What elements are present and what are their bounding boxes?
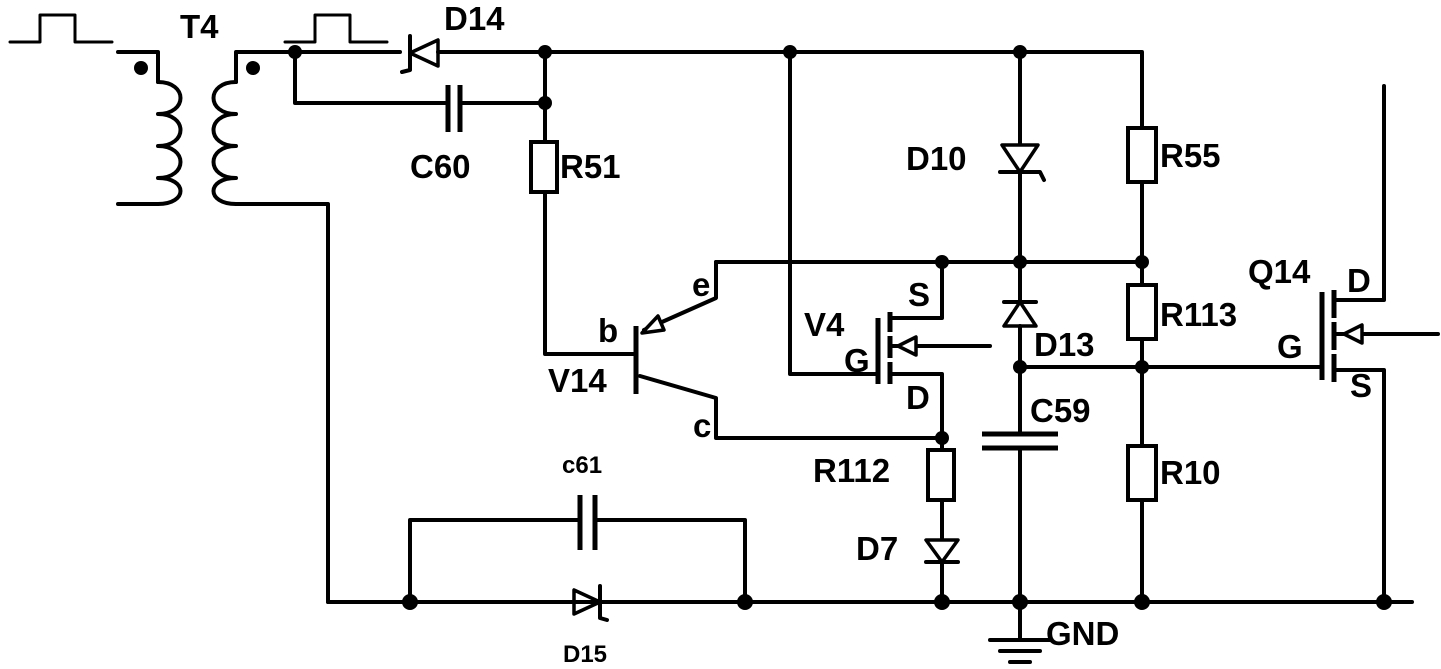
resistor-r113 <box>1126 283 1158 341</box>
t4-secondary-polarity-dot <box>246 61 260 75</box>
label-v4-drain: D <box>906 379 930 416</box>
resistor-r10 <box>1126 444 1158 502</box>
label-r10: R10 <box>1160 454 1221 491</box>
label-d10: D10 <box>906 140 967 177</box>
t4-primary-polarity-dot <box>134 61 148 75</box>
v14-collector-line <box>638 374 944 440</box>
ground-symbol <box>988 638 1052 664</box>
d14-diode-body <box>408 38 440 68</box>
label-c59: C59 <box>1030 392 1091 429</box>
r51-to-v14-base-wire <box>543 190 638 356</box>
c60-left-wire <box>293 50 447 105</box>
label-d15: D15 <box>563 641 607 668</box>
label-d7: D7 <box>856 530 898 567</box>
secondary-pulse-waveform <box>283 13 389 44</box>
q14-source-wire <box>1332 368 1386 604</box>
label-v4-source: S <box>908 276 930 313</box>
resistor-r51 <box>529 140 559 194</box>
label-v14-collector: c <box>693 407 711 444</box>
top-rail <box>436 50 1144 130</box>
d15-diode-bar <box>598 584 609 622</box>
resistor-r55 <box>1126 126 1158 184</box>
q14-body-arrow <box>1342 323 1364 345</box>
primary-pulse-waveform <box>8 13 114 44</box>
d7-diode-body <box>924 538 960 564</box>
rail-to-v4-gate-wire <box>788 50 880 376</box>
v14-emitter-line <box>642 260 718 332</box>
t4-secondary-lead-bottom <box>234 202 330 604</box>
label-q14-gate: G <box>1277 328 1303 365</box>
v4-body-arrow <box>896 335 918 357</box>
label-q14: Q14 <box>1248 253 1311 290</box>
label-v4-gate: G <box>844 342 870 379</box>
label-t4: T4 <box>180 8 219 45</box>
label-d14: D14 <box>444 0 505 37</box>
v14-emitter-arrow <box>640 314 666 335</box>
v4-drain-wire <box>888 372 944 440</box>
t4-primary-winding <box>156 80 183 206</box>
label-r112: R112 <box>813 452 890 489</box>
label-r55: R55 <box>1160 137 1221 174</box>
label-r51: R51 <box>560 148 621 185</box>
c61-loop-wire-left <box>408 518 580 604</box>
label-v4: V4 <box>804 306 845 343</box>
d10-diode-bar <box>998 170 1046 182</box>
label-c60: C60 <box>410 148 471 185</box>
q14-drain-wire <box>1332 84 1386 302</box>
label-r113: R113 <box>1160 296 1237 333</box>
d13-diode-body <box>1002 300 1038 328</box>
label-q14-source: S <box>1350 367 1372 404</box>
v4-source-wire <box>888 260 944 320</box>
label-q14-drain: D <box>1347 262 1371 299</box>
label-d13: D13 <box>1034 326 1095 363</box>
d14-diode-bar <box>400 34 412 74</box>
label-gnd: GND <box>1046 615 1119 652</box>
t4-secondary-lead-top <box>234 50 297 84</box>
resistor-r112 <box>926 448 956 502</box>
d10-diode-body <box>1000 143 1040 174</box>
junction-dots <box>288 45 1392 610</box>
transformer-t4 <box>116 50 330 604</box>
label-v14-base: b <box>598 312 618 349</box>
t4-primary-lead-top <box>116 50 160 84</box>
label-c61: c61 <box>562 452 602 479</box>
label-v14-emitter: e <box>692 266 710 303</box>
t4-secondary-winding <box>211 80 238 206</box>
c61-loop-wire-right <box>595 518 747 604</box>
label-v14: V14 <box>548 362 607 399</box>
